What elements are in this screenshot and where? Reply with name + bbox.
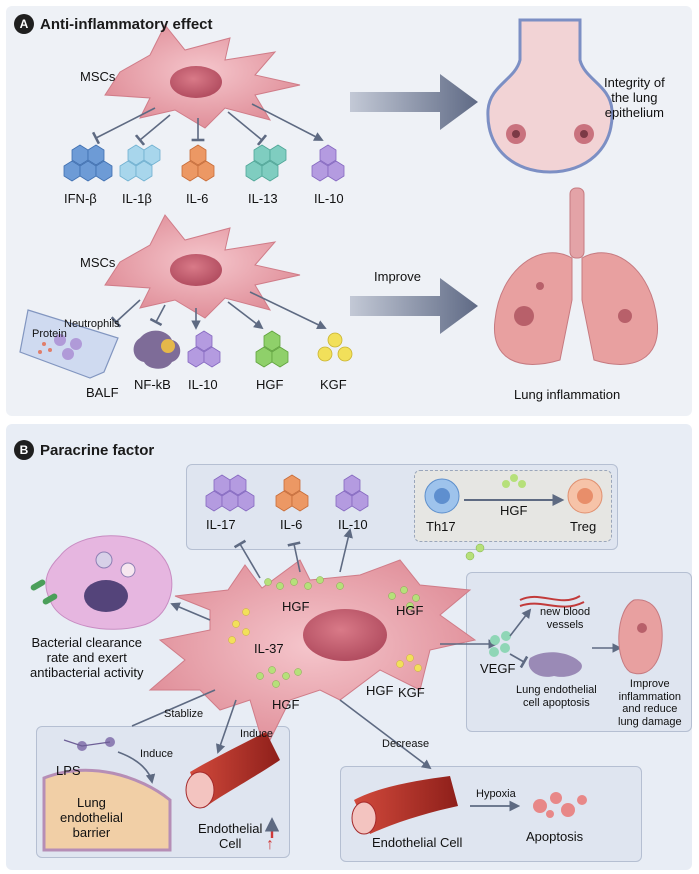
improve-label: Improve <box>374 269 421 284</box>
right-box-illustration <box>489 595 663 677</box>
lung-epithelium-illustration <box>486 18 614 174</box>
lung-endothelial-apoptosis-label: Lung endothelial cell apoptosis <box>516 684 597 709</box>
hex-il-17 <box>205 474 255 512</box>
cytokine-label-il-10-a1: IL-10 <box>314 191 344 206</box>
macrophage-illustration <box>30 535 173 630</box>
stabilize-label: Stablize <box>164 708 204 720</box>
th17-hgf-label: HGF <box>500 503 528 518</box>
target-label-il-10: IL-10 <box>188 377 218 392</box>
msc-cell-a1 <box>104 24 301 129</box>
hex-hgf <box>255 330 289 368</box>
new-vessels-label: new blood vessels <box>540 606 591 631</box>
cell-label-hgf-lower: HGF <box>366 683 394 698</box>
msc-cell-b <box>148 559 477 752</box>
th17-treg-cells <box>424 474 603 514</box>
msc-label-row2: MSCs <box>80 255 116 270</box>
increase-arrow: ↑ <box>266 836 274 853</box>
top-label-il-6: IL-6 <box>280 517 303 532</box>
induce-label-lower: Induce <box>140 748 174 760</box>
balf-tube <box>19 309 119 379</box>
panel-a-letter: A <box>14 14 34 34</box>
bottom-left-illustration <box>42 732 280 852</box>
balf-protein-label: Protein <box>32 328 67 340</box>
nf-kb-complex <box>133 330 181 369</box>
bottom-right-illustration <box>351 776 587 835</box>
cytokine-label-il-6: IL-6 <box>186 191 209 206</box>
hex-il-1beta <box>119 144 161 182</box>
panel-b-arrows <box>131 528 498 770</box>
hex-il-6 <box>181 144 215 182</box>
endothelial-cell-label-left: Endothelial Cell <box>198 821 263 851</box>
induce-label-upper: Induce <box>240 728 274 740</box>
row1-inhibition-lines <box>91 103 324 146</box>
panel-a-heading: A Anti-inflammatory effect <box>14 14 213 34</box>
panel-b-heading: B Paracrine factor <box>14 440 154 460</box>
hex-il-10-a1 <box>311 144 345 182</box>
cell-label-hgf-bottom: HGF <box>272 697 300 712</box>
treg-label: Treg <box>570 519 597 534</box>
decrease-label: Decrease <box>382 738 430 750</box>
th17-label: Th17 <box>426 519 456 534</box>
panel-b-title: Paracrine factor <box>40 441 155 459</box>
vegf-label: VEGF <box>480 661 516 676</box>
cell-label-hgf-right: HGF <box>396 603 424 618</box>
target-label-nf-kb: NF-kB <box>134 377 171 392</box>
hex-ifn-beta <box>63 144 113 182</box>
cell-label-kgf-lower: KGF <box>398 685 425 700</box>
target-label-hgf: HGF <box>256 377 284 392</box>
outcome-lung-inflammation: Lung inflammation <box>514 387 621 402</box>
cytokine-label-il-13: IL-13 <box>248 191 278 206</box>
cytokine-label-il-1beta: IL-1β <box>122 191 152 206</box>
lps-label: LPS <box>56 763 81 778</box>
green-granules <box>256 543 485 688</box>
hex-il-13 <box>245 144 287 182</box>
balf-neutrophils-label: Neutrophils <box>64 318 120 330</box>
bacterial-clearance-note: Bacterial clearance rate and exert antib… <box>30 635 144 680</box>
cell-label-il-37: IL-37 <box>254 641 284 656</box>
hex-il-10-a2 <box>187 330 221 368</box>
kgf-balls <box>317 332 353 362</box>
outcome-epithelium: Integrity of the lung epithelium <box>604 75 665 120</box>
lungs-illustration <box>493 187 659 365</box>
target-label-kgf: KGF <box>320 377 347 392</box>
endothelial-cell-label-right: Endothelial Cell <box>372 835 463 850</box>
msc-label-row1: MSCs <box>80 69 116 84</box>
row2-lines <box>110 291 327 330</box>
target-label-balf: BALF <box>86 385 119 400</box>
apoptosis-label: Apoptosis <box>526 829 584 844</box>
lung-endothelial-barrier-label: Lung endothelial barrier <box>60 795 123 840</box>
big-arrow-row1 <box>350 74 478 130</box>
top-label-il-10: IL-10 <box>338 517 368 532</box>
yellow-granules <box>228 608 422 672</box>
hex-il-10-b <box>335 474 369 512</box>
hypoxia-label: Hypoxia <box>476 788 516 800</box>
cytokine-label-ifn-beta: IFN-β <box>64 191 97 206</box>
top-label-il-17: IL-17 <box>206 517 236 532</box>
improve-inflammation-label: Improve inflammation and reduce lung dam… <box>618 678 682 728</box>
big-arrow-row2 <box>350 278 478 334</box>
panel-a-title: Anti-inflammatory effect <box>40 15 213 33</box>
panel-b-letter: B <box>14 440 34 460</box>
cell-label-hgf-top: HGF <box>282 599 310 614</box>
hex-il-6-b <box>275 474 309 512</box>
